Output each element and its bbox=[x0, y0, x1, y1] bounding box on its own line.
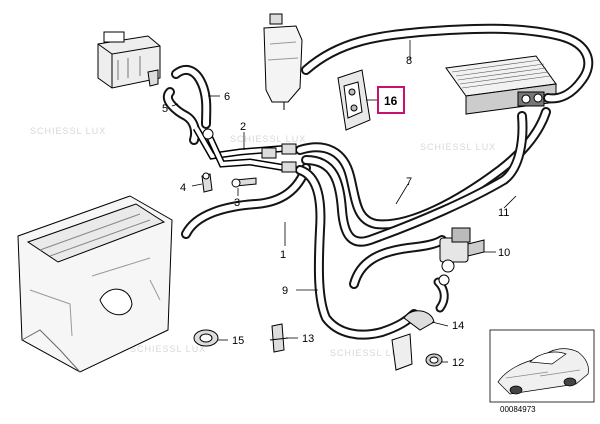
label-3: 3 bbox=[234, 197, 240, 209]
label-9: 9 bbox=[282, 285, 288, 297]
heater-core bbox=[445, 55, 557, 115]
label-1: 1 bbox=[280, 249, 286, 261]
clip-parts bbox=[193, 310, 443, 371]
expansion-tank bbox=[97, 31, 161, 89]
label-12: 12 bbox=[452, 357, 464, 369]
reference-number: 00084973 bbox=[500, 405, 536, 414]
label-7: 7 bbox=[406, 176, 412, 188]
coolant-reservoir bbox=[263, 13, 303, 110]
label-2: 2 bbox=[240, 121, 246, 133]
pipe-assembly bbox=[192, 126, 297, 173]
label-10: 10 bbox=[498, 247, 510, 259]
label-15: 15 bbox=[232, 335, 244, 347]
callout-labels: 1 2 3 4 5 6 7 8 9 10 11 12 13 14 15 16 bbox=[162, 55, 510, 369]
svg-text:SCHIESSL LUX: SCHIESSL LUX bbox=[230, 134, 306, 144]
bolt-parts bbox=[201, 172, 257, 193]
label-13: 13 bbox=[302, 333, 314, 345]
label-8: 8 bbox=[406, 55, 412, 67]
watermark: SCHIESSL LUX SCHIESSL LUX SCHIESSL LUX S… bbox=[30, 126, 496, 358]
car-thumbnail: 00084973 bbox=[489, 329, 595, 414]
water-valve bbox=[438, 227, 485, 286]
label-6: 6 bbox=[224, 91, 230, 103]
svg-text:SCHIESSL LUX: SCHIESSL LUX bbox=[130, 344, 206, 354]
car-thumbnail-icon bbox=[497, 348, 589, 395]
label-4: 4 bbox=[180, 182, 186, 194]
engine-block bbox=[17, 195, 173, 373]
label-14: 14 bbox=[452, 320, 464, 332]
label-5: 5 bbox=[162, 103, 168, 115]
leader-lines bbox=[171, 40, 517, 363]
bracket-part bbox=[337, 69, 371, 131]
hose-network bbox=[163, 23, 594, 340]
highlight-box bbox=[377, 86, 405, 114]
svg-text:SCHIESSL LUX: SCHIESSL LUX bbox=[420, 142, 496, 152]
label-11: 11 bbox=[498, 207, 509, 219]
label-16: 16 bbox=[384, 94, 398, 108]
svg-text:SCHIESSL LUX: SCHIESSL LUX bbox=[330, 348, 406, 358]
svg-text:SCHIESSL LUX: SCHIESSL LUX bbox=[30, 126, 106, 136]
